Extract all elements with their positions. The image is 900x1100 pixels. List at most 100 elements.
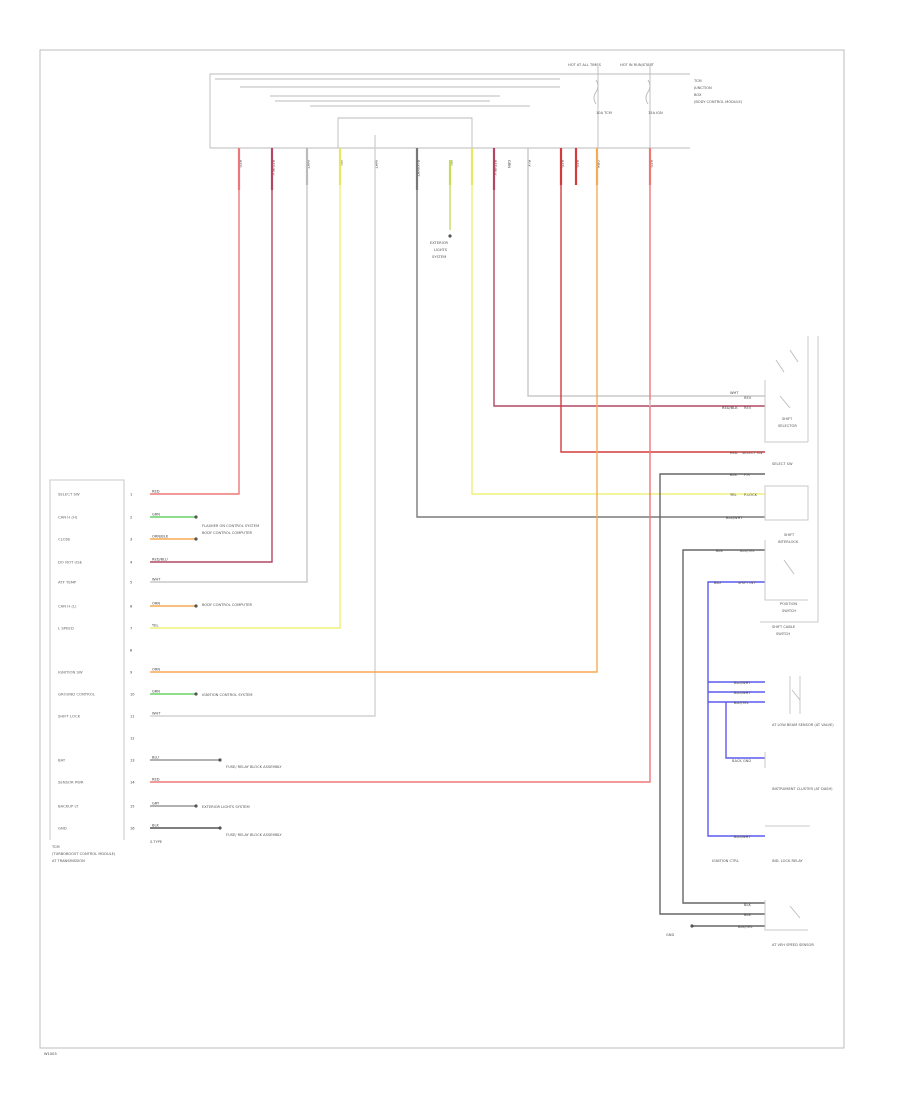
tcm-pin-name: BAT: [58, 758, 66, 763]
tcm-pin-name: DO NOT USE: [58, 560, 83, 565]
tcm-pin-row: CAN H (H) 2 GRN: [58, 513, 160, 520]
switch-wire-note: SELECT SW: [742, 451, 763, 455]
tcm-pin-row: 12: [130, 737, 135, 741]
tcm-pin-number: 2: [130, 516, 132, 520]
wire-blue-5: [725, 702, 765, 759]
bottom-code: BLK: [744, 903, 751, 907]
tcm-wire-code: ORN/BLK: [152, 535, 169, 539]
tcm-pin-row: L SPEED 7 YEL: [58, 624, 158, 631]
tcm-wire-code: RED: [152, 778, 160, 782]
side-note: S-TYPE: [150, 840, 163, 844]
tcm-wire-code: WHT: [152, 712, 161, 716]
tcm-pin-name: BACKUP LT: [58, 804, 79, 809]
side-note: FUSE/ RELAY BLOCK ASSEMBLY: [226, 765, 283, 769]
tcm-pin-number: 8: [130, 649, 133, 653]
tcm-pin-name: SENSOR PWR: [58, 780, 84, 785]
wire-darkred-select: [560, 148, 765, 453]
exterior-lights-ref: EXTERIOR LIGHTS SYSTEM: [430, 234, 452, 259]
top-pin-codes: RED RED/BLK WHT YEL WHT BLK/WHT YEL RED/…: [238, 160, 653, 177]
tcm-wire-code: YEL: [152, 624, 158, 628]
switch-wire-code: WHT: [730, 391, 739, 395]
tcm-pin-number: 4: [130, 561, 133, 565]
switch-inner: SHIFT: [784, 533, 795, 537]
tcm-pin-number: 13: [130, 759, 135, 763]
lower-note: BACK GND: [732, 759, 751, 763]
tcm-pin-row: BAT 13 BLU: [58, 756, 159, 763]
wire-orange-ign: [150, 148, 598, 673]
tcm-wire-code: BLK: [152, 824, 159, 828]
tcm-pin-row: SELECT SW 1 RED: [58, 490, 160, 497]
tcm-pin-row: SENSOR PWR 14 RED: [58, 778, 160, 785]
blue-code: BLU/WHT: [734, 681, 751, 685]
tcm-side-notes: FLASHER ON CONTROL SYSTEM BODY CONTROL C…: [150, 515, 283, 844]
tcm-pin-name: SELECT SW: [58, 492, 80, 497]
wire-black-switch: [416, 148, 765, 518]
lower-note: IND. LOCK RELAY: [772, 859, 804, 863]
switch-inner: SHIFT: [782, 417, 793, 421]
top-label-1: TCM: [693, 79, 702, 83]
tcm-pin-number: 7: [130, 627, 132, 631]
side-note: FUSE/ RELAY BLOCK ASSEMBLY: [226, 833, 283, 837]
switch-label-2: SWITCH: [776, 632, 790, 636]
wire-dark-right-2: [682, 549, 765, 904]
switch-inner: SELECT SW: [772, 462, 793, 466]
junction-box: HOT AT ALL TIMES HOT IN RUN/START 10A TC…: [209, 63, 743, 149]
top-pin-code: BLK: [527, 160, 531, 167]
switch-inner: SWITCH: [782, 609, 796, 613]
tcm-wire-code: WHT: [152, 578, 161, 582]
tcm-wire-code: ORN: [152, 602, 160, 606]
header-code-2: HOT IN RUN/START: [620, 63, 655, 67]
tcm-pin-number: 11: [130, 715, 135, 719]
tcm-pin-name: CAN H (H): [58, 515, 78, 520]
switch-wire-note: P-LOCK: [744, 493, 758, 497]
wire-gray-switch: [527, 148, 765, 397]
top-connector-pins: [237, 148, 652, 190]
tcm-wire-code: GRY: [152, 802, 160, 806]
tcm-pin-number: 14: [130, 781, 135, 785]
top-label-4: (BODY CONTROL MODULE): [694, 100, 743, 104]
top-pin-code: WHT: [374, 160, 378, 169]
blue-code: BLU/WHT: [734, 691, 751, 695]
tcm-pin-name: ATF TEMP: [58, 580, 77, 585]
tcm-wire-code: GRN: [152, 513, 160, 517]
lower-right-components: BLU/WHT BLU/WHT BLU/YEL BLU/WHT AT LOW B…: [666, 676, 834, 947]
blue-code: BLU/WHT: [734, 835, 751, 839]
switch-wire-note: SHIFT INT: [738, 581, 756, 585]
switch-inner: INTERLOCK: [778, 540, 799, 544]
wire-dark-right-1: [659, 473, 765, 915]
tcm-pin-row: 8: [130, 649, 133, 653]
switch-inner: SELECTOR: [778, 424, 797, 428]
wire-blue-1: [707, 581, 765, 837]
blue-code: BLU/YEL: [734, 701, 749, 705]
tcm-label-2: (TURBOBOOST CONTROL MODULE): [52, 852, 116, 856]
tcm-wire-code: BLU: [152, 756, 159, 760]
lower-note: IGNITION CTRL: [712, 859, 739, 863]
bottom-code: BLK/YEL: [738, 925, 753, 929]
wire-red-select: [150, 148, 240, 495]
tcm-wire-code: RED: [152, 490, 160, 494]
switch-wire-code: RED/BLK: [722, 406, 738, 410]
switch-wire-note: REV: [744, 396, 752, 400]
tcm-wire-code: ORN: [152, 668, 160, 672]
tcm-pin-name: L SPEED: [58, 626, 74, 631]
tcm-pin-name: CLOSE: [58, 537, 71, 542]
tcm-pin-number: 3: [130, 538, 132, 542]
side-note: BODY CONTROL COMPUTER: [202, 531, 253, 535]
fuse-label-1: 10A TCM: [596, 111, 612, 115]
side-note: FLASHER ON CONTROL SYSTEM: [202, 524, 259, 528]
tcm-pin-row: CLOSE 3 ORN/BLK: [58, 535, 169, 542]
header-code-1: HOT AT ALL TIMES: [568, 63, 602, 67]
wire-maroon: [150, 148, 273, 563]
wires: [150, 135, 765, 927]
tcm-pin-number: 12: [130, 737, 135, 741]
side-note: IGNITION CONTROL SYSTEM: [202, 693, 253, 697]
tcm-wire-code: GRN: [152, 690, 160, 694]
tcm-pin-number: 1: [130, 493, 132, 497]
wire-yellow-lspeed: [150, 148, 341, 629]
